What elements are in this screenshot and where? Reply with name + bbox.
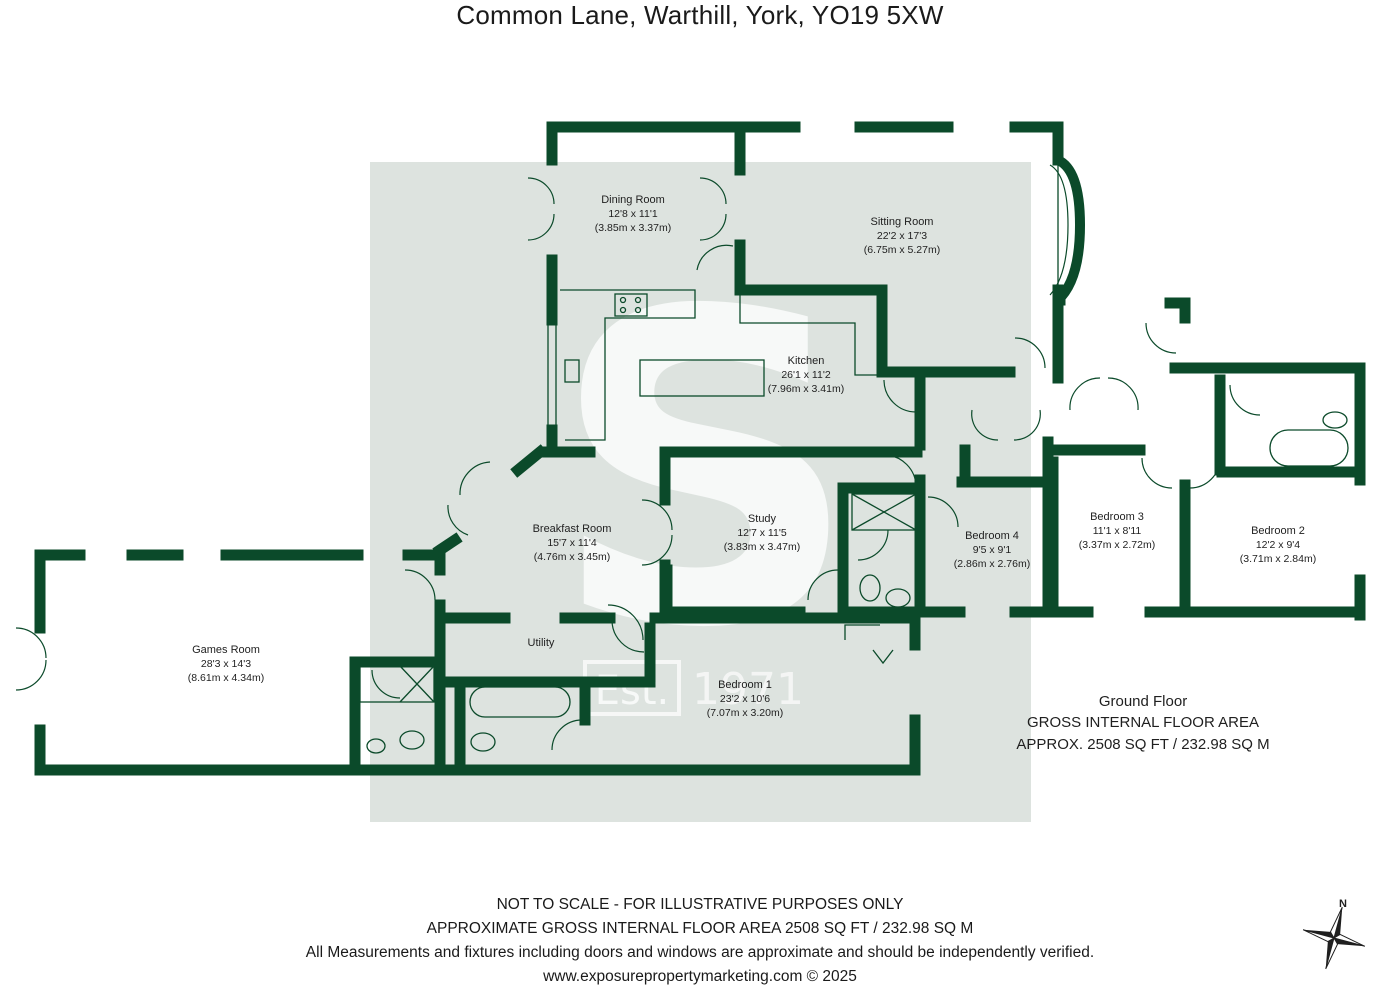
room-dining: Dining Room 12'8 x 11'1 (3.85m x 3.37m) (595, 194, 671, 234)
room-metric: (3.71m x 2.84m) (1240, 553, 1316, 565)
room-imperial: 28'3 x 14'3 (201, 658, 251, 670)
room-name: Bedroom 4 (965, 530, 1019, 542)
room-metric: (7.07m x 3.20m) (707, 707, 783, 719)
room-imperial: 22'2 x 17'3 (877, 230, 927, 242)
compass-rose-icon: N (1302, 898, 1366, 970)
room-bedroom4: Bedroom 4 9'5 x 9'1 (2.86m x 2.76m) (954, 530, 1030, 570)
room-name: Sitting Room (871, 216, 934, 228)
watermark-logo: S Est. 1971 (550, 222, 860, 722)
floor-area-label: GROSS INTERNAL FLOOR AREA (1027, 714, 1259, 731)
room-name: Study (748, 513, 777, 525)
room-imperial: 12'7 x 11'5 (737, 527, 787, 539)
room-study: Study 12'7 x 11'5 (3.83m x 3.47m) (724, 513, 800, 553)
room-name: Games Room (192, 644, 260, 656)
floor-area-value: APPROX. 2508 SQ FT / 232.98 SQ M (1016, 736, 1269, 753)
room-name: Bedroom 3 (1090, 511, 1144, 523)
bay-window (1049, 155, 1086, 304)
room-metric: (8.61m x 4.34m) (188, 672, 264, 684)
room-imperial: 11'1 x 8'11 (1093, 525, 1142, 537)
page-title: Common Lane, Warthill, York, YO19 5XW (456, 0, 944, 30)
room-imperial: 26'1 x 11'2 (781, 369, 831, 381)
disclaimer-line-3: All Measurements and fixtures including … (305, 944, 1095, 961)
disclaimer-line-1: NOT TO SCALE - FOR ILLUSTRATIVE PURPOSES… (496, 896, 904, 913)
room-metric: (2.86m x 2.76m) (954, 558, 1030, 570)
compass-north-label: N (1339, 898, 1347, 910)
door-swings (15, 177, 1261, 751)
watermark-letter: S (550, 222, 860, 722)
room-name: Dining Room (601, 194, 665, 206)
floor-area-block: Ground Floor GROSS INTERNAL FLOOR AREA A… (1016, 693, 1269, 753)
disclaimer-line-2: APPROXIMATE GROSS INTERNAL FLOOR AREA 25… (426, 920, 974, 937)
room-metric: (3.83m x 3.47m) (724, 541, 800, 553)
watermark-est: Est. (595, 668, 670, 714)
room-metric: (7.96m x 3.41m) (768, 383, 844, 395)
room-imperial: 12'2 x 9'4 (1256, 539, 1300, 551)
room-labels: Dining Room 12'8 x 11'1 (3.85m x 3.37m) … (188, 194, 1316, 719)
room-kitchen: Kitchen 26'1 x 11'2 (7.96m x 3.41m) (768, 355, 844, 395)
watermark-year: 1971 (692, 664, 804, 715)
room-bedroom2: Bedroom 2 12'2 x 9'4 (3.71m x 2.84m) (1240, 525, 1316, 565)
disclaimer-footer: NOT TO SCALE - FOR ILLUSTRATIVE PURPOSES… (0, 893, 1378, 989)
room-metric: (3.85m x 3.37m) (595, 222, 671, 234)
room-utility: Utility (528, 637, 555, 649)
room-breakfast: Breakfast Room 15'7 x 11'4 (4.76m x 3.45… (533, 523, 612, 563)
room-imperial: 15'7 x 11'4 (547, 537, 597, 549)
room-metric: (4.76m x 3.45m) (534, 551, 610, 563)
room-name: Bedroom 1 (718, 679, 772, 691)
room-name: Kitchen (788, 355, 825, 367)
room-imperial: 9'5 x 9'1 (973, 544, 1012, 556)
room-imperial: 12'8 x 11'1 (608, 208, 658, 220)
room-sitting: Sitting Room 22'2 x 17'3 (6.75m x 5.27m) (864, 216, 940, 256)
room-name: Utility (528, 637, 555, 649)
room-games: Games Room 28'3 x 14'3 (8.61m x 4.34m) (188, 644, 264, 684)
room-imperial: 23'2 x 10'6 (720, 693, 770, 705)
room-name: Breakfast Room (533, 523, 612, 535)
interior-lines (359, 160, 1349, 754)
website-copyright: www.exposurepropertymarketing.com © 2025 (543, 968, 857, 985)
room-bedroom3: Bedroom 3 11'1 x 8'11 (3.37m x 2.72m) (1079, 511, 1155, 551)
room-bedroom1: Bedroom 1 23'2 x 10'6 (7.07m x 3.20m) (707, 679, 783, 719)
room-name: Bedroom 2 (1251, 525, 1305, 537)
room-metric: (3.37m x 2.72m) (1079, 539, 1155, 551)
room-metric: (6.75m x 5.27m) (864, 244, 940, 256)
walls (34, 121, 1366, 776)
floor-name: Ground Floor (1099, 693, 1187, 710)
